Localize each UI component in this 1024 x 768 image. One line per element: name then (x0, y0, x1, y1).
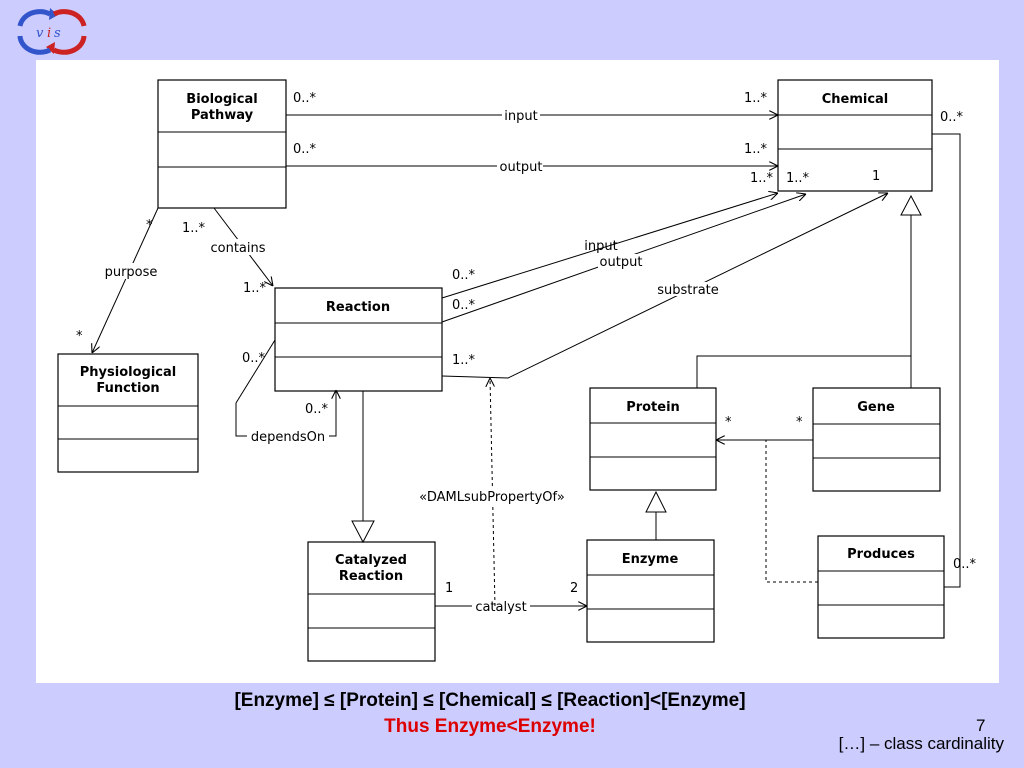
association-contains: contains 1..* 1..* (182, 207, 273, 296)
logo-icon: v i s (17, 8, 87, 55)
association-purpose: purpose * * (76, 207, 161, 353)
association-label: contains (210, 241, 265, 256)
class-name: Gene (857, 400, 895, 415)
association-label: catalyst (475, 600, 526, 615)
association-label: input (504, 109, 537, 124)
association-bp-chemical-output: output 0..* 1..* (286, 142, 778, 175)
multiplicity-label: 1..* (744, 91, 768, 106)
svg-text:s: s (54, 26, 61, 41)
association-label: purpose (105, 265, 158, 280)
multiplicity-label: 1 (445, 581, 453, 596)
generalization-to-chemical (696, 194, 922, 388)
multiplicity-label: * (146, 218, 153, 233)
association-label: substrate (657, 283, 719, 298)
multiplicity-label: 0..* (305, 402, 329, 417)
generalization-enzyme-to-protein (645, 490, 667, 540)
caption-inequality: [Enzyme] ≤ [Protein] ≤ [Chemical] ≤ [Rea… (234, 690, 746, 711)
generalization-catalyzed-to-reaction (351, 391, 375, 544)
association-reaction-chemical-output: output 0..* 1..* (441, 171, 810, 323)
dependency-daml-subpropertyof: «DAMLsubPropertyOf» (412, 378, 574, 607)
association-reaction-chemical-substrate: substrate 1..* 1 (441, 169, 888, 379)
class-name-line1: Physiological (80, 365, 176, 380)
multiplicity-label: 1..* (243, 281, 267, 296)
multiplicity-label: 1..* (750, 171, 774, 186)
class-name: Protein (626, 400, 680, 415)
association-catalyst: catalyst 1 2 (435, 581, 587, 615)
multiplicity-label: 0..* (940, 110, 964, 125)
association-bp-chemical-input: input 0..* 1..* (286, 91, 778, 124)
association-label: output (600, 255, 643, 270)
class-enzyme: Enzyme (586, 539, 715, 643)
class-name-line1: Biological (186, 92, 257, 107)
multiplicity-label: 0..* (242, 351, 266, 366)
multiplicity-label: 1..* (786, 171, 810, 186)
class-biological-pathway: Biological Pathway (157, 79, 287, 209)
cardinality-note: […] – class cardinality (838, 734, 1004, 753)
class-chemical: Chemical (777, 79, 933, 192)
uml-diagram-canvas: Biological Pathway Chemical Reaction Phy… (36, 60, 999, 683)
class-name-line2: Pathway (191, 108, 254, 123)
class-name-line1: Catalyzed (335, 553, 407, 568)
class-name-line2: Reaction (339, 569, 403, 584)
class-name: Reaction (326, 300, 390, 315)
svg-text:v: v (36, 26, 44, 41)
uml-class-diagram: Biological Pathway Chemical Reaction Phy… (57, 79, 977, 662)
class-name: Chemical (822, 92, 889, 107)
class-name: Enzyme (622, 552, 679, 567)
class-gene: Gene (812, 387, 941, 492)
association-label: output (500, 160, 543, 175)
association-label: input (584, 239, 617, 254)
multiplicity-label: * (76, 329, 83, 344)
multiplicity-label: 0..* (293, 142, 317, 157)
multiplicity-label: * (725, 415, 732, 430)
association-chemical-produces: 0..* 0..* (932, 110, 977, 588)
caption-conclusion: Thus Enzyme<Enzyme! (384, 716, 596, 737)
class-reaction: Reaction (274, 287, 443, 392)
association-label: dependsOn (251, 430, 325, 445)
class-name-line2: Function (96, 381, 159, 396)
association-reaction-chemical-input: input 0..* 1..* (441, 171, 778, 299)
dependency-produces-association (765, 440, 818, 583)
class-physiological-function: Physiological Function (57, 353, 199, 473)
class-protein: Protein (589, 387, 717, 491)
stereotype-label: «DAMLsubPropertyOf» (419, 490, 565, 505)
class-catalyzed-reaction: Catalyzed Reaction (307, 541, 436, 662)
multiplicity-label: 1 (872, 169, 880, 184)
multiplicity-label: 1..* (452, 353, 476, 368)
association-gene-protein: * * (716, 415, 813, 440)
multiplicity-label: 2 (570, 581, 578, 596)
multiplicity-label: 0..* (452, 268, 476, 283)
class-produces: Produces (817, 535, 945, 639)
multiplicity-label: 1..* (744, 142, 768, 157)
class-name: Produces (847, 547, 915, 562)
svg-text:i: i (47, 26, 51, 41)
multiplicity-label: * (796, 415, 803, 430)
page-number: 7 (976, 716, 986, 735)
multiplicity-label: 0..* (293, 91, 317, 106)
multiplicity-label: 0..* (953, 557, 977, 572)
multiplicity-label: 0..* (452, 298, 476, 313)
multiplicity-label: 1..* (182, 221, 206, 236)
association-depends-on: dependsOn 0..* 0..* (235, 339, 336, 445)
